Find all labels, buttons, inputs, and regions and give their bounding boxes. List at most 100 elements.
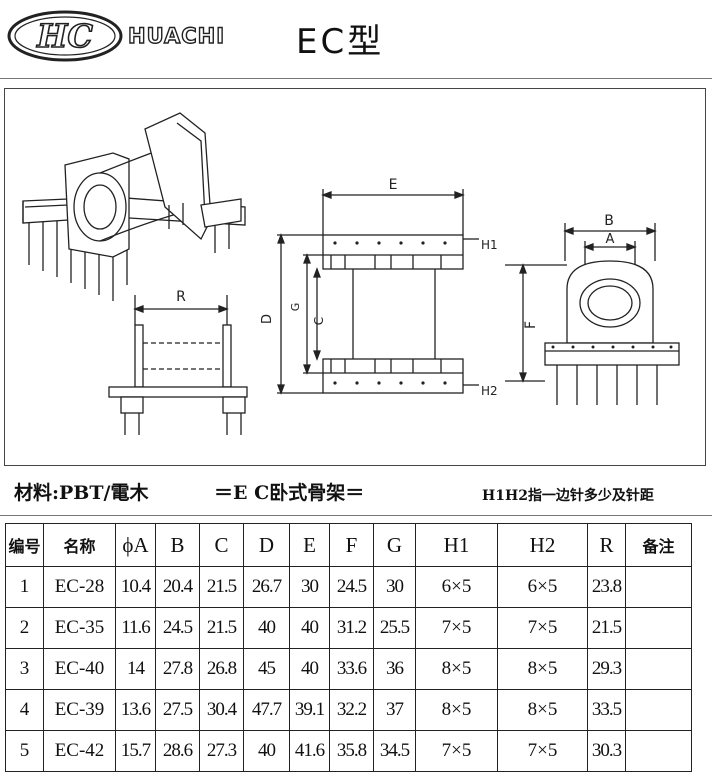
spec-table: 编号 名称 ϕA B C D E F G H1 H2 R 备注 1 EC-28 …: [5, 523, 692, 772]
table-cell: 6×5: [415, 566, 498, 608]
table-cell: EC-35: [43, 607, 116, 649]
table-cell: 45: [243, 648, 290, 690]
table-cell: 33.5: [587, 689, 626, 731]
table-cell: 15.7: [115, 730, 156, 772]
table-cell: 47.7: [243, 689, 290, 731]
table-cell: 40: [289, 648, 330, 690]
table-cell: 21.5: [199, 607, 244, 649]
dim-label-h1: H1: [481, 238, 498, 252]
table-cell: 10.4: [115, 566, 156, 608]
table-cell: 24.5: [329, 566, 374, 608]
table-cell: 41.6: [289, 730, 330, 772]
dim-label-h2: H2: [481, 384, 498, 398]
page-title: EC型: [296, 22, 385, 62]
header-cell: R: [587, 523, 626, 567]
brand-name: HUACHI: [127, 23, 226, 48]
table-cell: EC-28: [43, 566, 116, 608]
table-cell: 30: [289, 566, 330, 608]
table-row: 2 EC-35 11.6 24.5 21.5 40 40 31.2 25.5 7…: [5, 607, 692, 649]
table-cell: 32.2: [329, 689, 374, 731]
table-cell: EC-42: [43, 730, 116, 772]
table-cell: 36: [373, 648, 416, 690]
table-cell: 4: [5, 689, 44, 731]
header-cell: 编号: [5, 523, 44, 567]
table-row: 3 EC-40 14 27.8 26.8 45 40 33.6 36 8×5 8…: [5, 648, 692, 690]
table-cell: 8×5: [415, 689, 498, 731]
header-divider: [0, 78, 712, 79]
header-cell: 备注: [625, 523, 692, 567]
table-cell: 13.6: [115, 689, 156, 731]
table-row: 4 EC-39 13.6 27.5 30.4 47.7 39.1 32.2 37…: [5, 689, 692, 731]
table-cell: 27.3: [199, 730, 244, 772]
table-cell: 23.8: [587, 566, 626, 608]
table-cell: 27.5: [155, 689, 200, 731]
table-cell: 3: [5, 648, 44, 690]
table-cell: 21.5: [587, 607, 626, 649]
section-divider: [0, 515, 712, 516]
table-cell: EC-40: [43, 648, 116, 690]
table-cell: 20.4: [155, 566, 200, 608]
table-cell: 30.3: [587, 730, 626, 772]
table-cell: 14: [115, 648, 156, 690]
table-cell: 21.5: [199, 566, 244, 608]
huachi-logo: HC: [6, 8, 124, 68]
table-cell: 2: [5, 607, 44, 649]
header: HC HUACHI EC型: [0, 0, 712, 78]
table-cell: 37: [373, 689, 416, 731]
bobbin-side-view: R: [108, 289, 248, 435]
header-cell: C: [199, 523, 244, 567]
header-cell: H2: [497, 523, 588, 567]
dim-label-c: C: [312, 317, 326, 325]
table-cell: [625, 648, 692, 690]
table-cell: 40: [289, 607, 330, 649]
table-cell: 25.5: [373, 607, 416, 649]
table-cell: 5: [5, 730, 44, 772]
table-cell: 26.7: [243, 566, 290, 608]
table-cell: 8×5: [497, 648, 588, 690]
logo-text: HC: [36, 17, 93, 55]
header-cell: D: [243, 523, 290, 567]
header-cell: F: [329, 523, 374, 567]
table-cell: 30.4: [199, 689, 244, 731]
table-cell: 8×5: [497, 689, 588, 731]
dim-label-g: G: [289, 303, 302, 312]
table-cell: 30: [373, 566, 416, 608]
bobbin-front-view: B A F: [505, 213, 680, 405]
dim-label-r: R: [176, 289, 186, 305]
table-cell: 40: [243, 607, 290, 649]
table-cell: [625, 730, 692, 772]
table-cell: 39.1: [289, 689, 330, 731]
table-cell: 8×5: [415, 648, 498, 690]
bobbin-top-view: E H1 H2 D: [260, 177, 498, 398]
table-cell: 7×5: [415, 730, 498, 772]
technical-drawing: R E: [4, 88, 706, 466]
header-cell: ϕA: [115, 523, 156, 567]
table-cell: 29.3: [587, 648, 626, 690]
table-cell: 7×5: [497, 607, 588, 649]
table-cell: 34.5: [373, 730, 416, 772]
table-row: 1 EC-28 10.4 20.4 21.5 26.7 30 24.5 30 6…: [5, 566, 692, 608]
table-cell: [625, 566, 692, 608]
pin-note: H1H2指一边针多少及针距: [482, 488, 654, 504]
table-cell: 31.2: [329, 607, 374, 649]
type-label: ＝E C卧式骨架＝: [214, 482, 365, 504]
table-cell: EC-39: [43, 689, 116, 731]
dim-label-b: B: [604, 213, 614, 229]
table-row: 5 EC-42 15.7 28.6 27.3 40 41.6 35.8 34.5…: [5, 730, 692, 772]
table-cell: 27.8: [155, 648, 200, 690]
table-cell: 7×5: [415, 607, 498, 649]
bobbin-isometric-view: [22, 112, 246, 301]
table-cell: [625, 607, 692, 649]
table-cell: 11.6: [115, 607, 156, 649]
dim-label-a: A: [606, 232, 615, 247]
table-cell: 6×5: [497, 566, 588, 608]
header-cell: G: [373, 523, 416, 567]
table-cell: 24.5: [155, 607, 200, 649]
material-label: 材料:PBT/電木: [14, 482, 149, 504]
table-cell: 28.6: [155, 730, 200, 772]
header-cell: H1: [415, 523, 498, 567]
dim-label-d: D: [260, 314, 275, 324]
table-cell: 26.8: [199, 648, 244, 690]
header-cell: 名称: [43, 523, 116, 567]
header-cell: E: [289, 523, 330, 567]
